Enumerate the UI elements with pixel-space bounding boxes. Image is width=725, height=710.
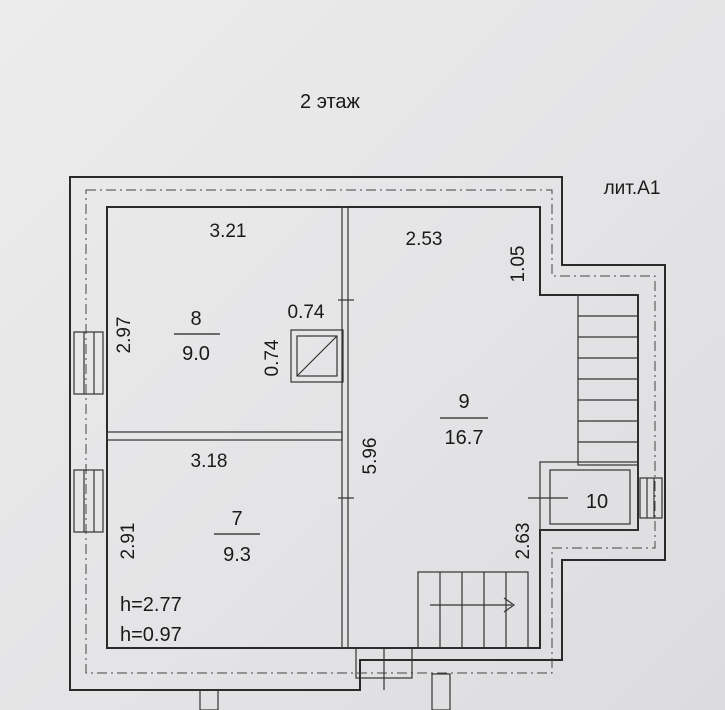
outer-wall — [69, 176, 666, 691]
room-10-outline — [539, 461, 639, 531]
window-right — [639, 477, 663, 519]
room-7-number: 7 — [231, 508, 242, 530]
partition-horizontal — [106, 431, 343, 441]
dim-2-91: 2.91 — [118, 523, 139, 560]
stair-upper — [577, 294, 639, 466]
stub-bottom-left — [199, 689, 219, 710]
room-9-area: 16.7 — [445, 427, 484, 449]
room-9-number: 9 — [458, 391, 469, 413]
height-2: h=0.97 — [120, 624, 182, 646]
dim-3-18: 3.18 — [191, 451, 228, 472]
floor-title: 2 этаж — [300, 91, 361, 113]
height-1: h=2.77 — [120, 594, 182, 616]
vent-shaft — [290, 329, 344, 383]
room-10-inner — [549, 469, 631, 525]
stub-bottom-right — [431, 673, 451, 710]
dim-0-74-h: 0.74 — [288, 302, 325, 323]
dim-2-97: 2.97 — [114, 317, 135, 354]
dim-2-53: 2.53 — [406, 229, 443, 250]
window-left-lower — [73, 469, 104, 533]
liter-label: лит.А1 — [604, 178, 661, 199]
room-8-number: 8 — [190, 308, 201, 330]
dim-3-21: 3.21 — [210, 221, 247, 242]
room-7-area: 9.3 — [223, 544, 251, 566]
dim-2-63: 2.63 — [513, 523, 534, 560]
dim-0-74-v: 0.74 — [262, 339, 283, 376]
stair-lower — [417, 571, 529, 649]
opening-bottom — [355, 647, 413, 690]
window-left-upper — [73, 331, 104, 395]
room-8-area: 9.0 — [182, 343, 210, 365]
outline-dash — [85, 189, 656, 674]
partition-vertical — [341, 206, 349, 649]
dim-5-96: 5.96 — [360, 438, 381, 475]
room-10-number: 10 — [586, 491, 608, 513]
inner-wall — [106, 206, 639, 649]
dim-1-05: 1.05 — [508, 246, 529, 283]
